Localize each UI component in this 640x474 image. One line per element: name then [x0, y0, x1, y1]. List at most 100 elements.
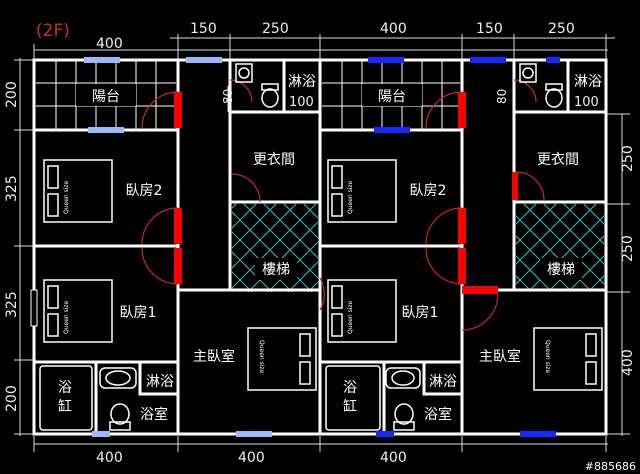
door-bedroom1-right [458, 248, 466, 284]
walls [32, 58, 608, 436]
dim-right-2: 250 [620, 235, 636, 262]
window-master-right [520, 431, 556, 437]
bed-master-right [533, 327, 603, 391]
window-balcony-right [368, 57, 404, 63]
window-bedroom2-right [374, 127, 410, 133]
label-bedroom1-left: 臥房1 [120, 305, 157, 321]
dim-right-3: 400 [620, 349, 636, 376]
bed-bedroom1-left [43, 279, 113, 343]
label-tub-left-2: 缸 [58, 398, 72, 415]
door-swings [141, 79, 545, 331]
bed-bedroom2-right [327, 159, 397, 223]
dim-right-1: 250 [620, 145, 636, 172]
label-bedroom2-right: 臥房2 [410, 183, 447, 199]
door-bedroom2-left [174, 208, 182, 244]
label-master-left: 主臥室 [193, 348, 235, 365]
label-shower-bottom-left: 淋浴 [146, 374, 174, 390]
label-bathroom-right: 浴室 [424, 406, 452, 423]
sink-bottom-left [99, 367, 137, 389]
sink-top-right [519, 63, 537, 83]
floor-label: (2F) [36, 21, 70, 41]
dim-100-right: 100 [574, 95, 599, 110]
label-bedroom1-right: 臥房1 [402, 305, 439, 321]
dim-left-3: 325 [4, 291, 20, 318]
room-labels: 陽台 陽台 臥房2 臥房2 臥房1 臥房1 更衣間 更衣間 樓梯 樓梯 主臥室 … [58, 74, 602, 423]
bed-master-left [247, 327, 317, 391]
windows [30, 57, 560, 437]
bed-bedroom2-left [43, 159, 113, 223]
window-master-left [236, 431, 272, 437]
balcony-label-bg-right [362, 84, 422, 106]
stair-label-bg-left [255, 258, 297, 280]
dim-top-6: 250 [548, 21, 575, 37]
beds [43, 159, 603, 391]
bed-label-2: Queen size [63, 300, 70, 334]
dim-top-5: 150 [476, 21, 503, 37]
window-bath-bottom-left [92, 431, 110, 437]
dim-100-left: 100 [289, 95, 314, 110]
dim-left-2: 325 [4, 175, 20, 202]
window-corridor-right [470, 57, 506, 63]
bathtub-right [325, 365, 381, 431]
dim-left-1: 200 [4, 81, 20, 108]
bed-label-3: Queen size [258, 340, 265, 374]
door-balcony-right [458, 92, 466, 128]
bathtub-left [39, 365, 93, 431]
toilet-tank-top-left [261, 83, 279, 91]
door-balcony-left [174, 92, 182, 128]
label-shower-bottom-right: 淋浴 [429, 374, 457, 390]
toilet-bottom-right [394, 403, 414, 425]
doors [174, 92, 518, 294]
bed-bedroom1-right [327, 279, 397, 343]
window-bath-right [546, 57, 560, 63]
toilet-bottom-left [110, 403, 130, 425]
door-closet-right [512, 172, 518, 200]
stair-label-bg-right [540, 258, 582, 280]
label-tub-right-1: 浴 [343, 380, 357, 396]
toilet-tank-top-right [545, 83, 563, 91]
window-corridor-left [186, 57, 222, 63]
dim-80-left: 80 [221, 89, 235, 104]
label-tub-right-2: 缸 [343, 398, 357, 415]
bed-label-4: Queen size [347, 180, 354, 214]
label-balcony-right: 陽台 [378, 89, 406, 105]
dim-top-1: 400 [96, 36, 123, 52]
dim-bottom-3: 400 [380, 450, 407, 466]
dim-bottom-2: 400 [238, 450, 265, 466]
bed-label-5: Queen size [347, 300, 354, 334]
bed-label-1: Queen size [63, 180, 70, 214]
window-bedroom2-left [88, 127, 124, 133]
dimension-labels-vertical: 200 325 325 200 250 250 400 [4, 81, 636, 412]
door-master-right [462, 286, 498, 294]
sink-top-left [235, 63, 253, 83]
label-closet-right: 更衣間 [537, 152, 579, 168]
label-bedroom2-left: 臥房2 [126, 183, 163, 199]
bed-labels: Queen size Queen size Queen size Queen s… [63, 180, 551, 373]
watermark: #885686 [585, 460, 636, 473]
dim-bottom-1: 400 [96, 450, 123, 466]
window-bath-bottom-right [376, 431, 394, 437]
label-tub-left-1: 浴 [58, 380, 72, 396]
label-bathroom-left: 浴室 [140, 406, 168, 423]
dim-80-right: 80 [495, 89, 509, 104]
label-closet-left: 更衣間 [253, 152, 295, 168]
label-master-right: 主臥室 [479, 348, 521, 365]
door-bedroom2-right [458, 208, 466, 244]
label-shower-top-left: 淋浴 [288, 74, 316, 90]
dim-top-4: 400 [380, 21, 407, 37]
dimension-lines [14, 34, 630, 452]
dim-top-2: 150 [190, 21, 217, 37]
label-stair-left: 樓梯 [262, 262, 290, 278]
label-stair-right: 樓梯 [547, 262, 575, 278]
dim-left-4: 200 [4, 385, 20, 412]
fixtures [39, 63, 563, 431]
label-balcony-left: 陽台 [92, 89, 120, 105]
door-bedroom1-left [174, 248, 182, 284]
balcony-label-bg-left [76, 84, 136, 106]
window-balcony-left [84, 57, 120, 63]
bed-label-6: Queen size [544, 340, 551, 374]
window-bedroom1-left [30, 289, 38, 327]
dim-top-3: 250 [262, 21, 289, 37]
sink-bottom-right [385, 367, 421, 389]
